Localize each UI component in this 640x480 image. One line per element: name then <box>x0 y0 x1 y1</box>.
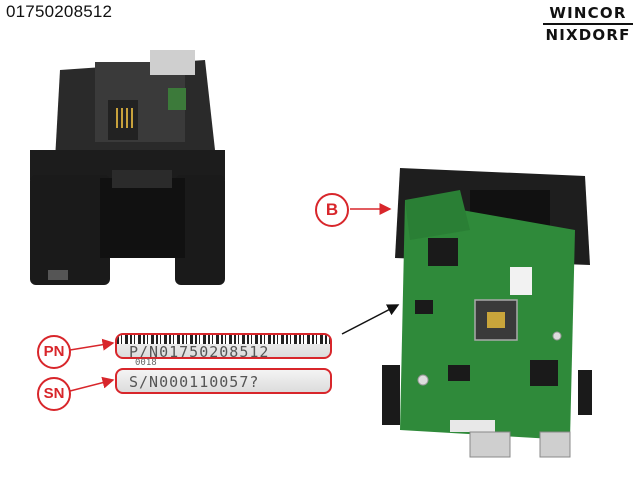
wincor-nixdorf-logo: WINCOR NIXDORF <box>543 4 633 44</box>
sn-label-text: S/N000110057? <box>129 373 260 391</box>
sn-label-strip: S/N000110057? <box>115 368 332 394</box>
logo-line-wincor: WINCOR <box>543 4 633 25</box>
barcode-graphic <box>117 335 330 344</box>
card-reader-front-view <box>30 50 225 285</box>
pn-label-strip: P/N01750208512 <box>115 333 332 359</box>
callout-sn: SN <box>37 377 71 411</box>
arrow-label-to-pcb <box>341 304 400 335</box>
card-reader-rear-view <box>382 168 592 458</box>
pn-label-text: P/N01750208512 <box>129 343 270 359</box>
callout-b: B <box>315 193 349 227</box>
pn-sub-code: 0018 <box>135 358 157 368</box>
arrow-sn <box>69 376 115 392</box>
arrow-pn <box>69 338 115 351</box>
part-number-title: 01750208512 <box>6 2 113 21</box>
callout-pn: PN <box>37 335 71 369</box>
logo-line-nixdorf: NIXDORF <box>545 26 631 44</box>
